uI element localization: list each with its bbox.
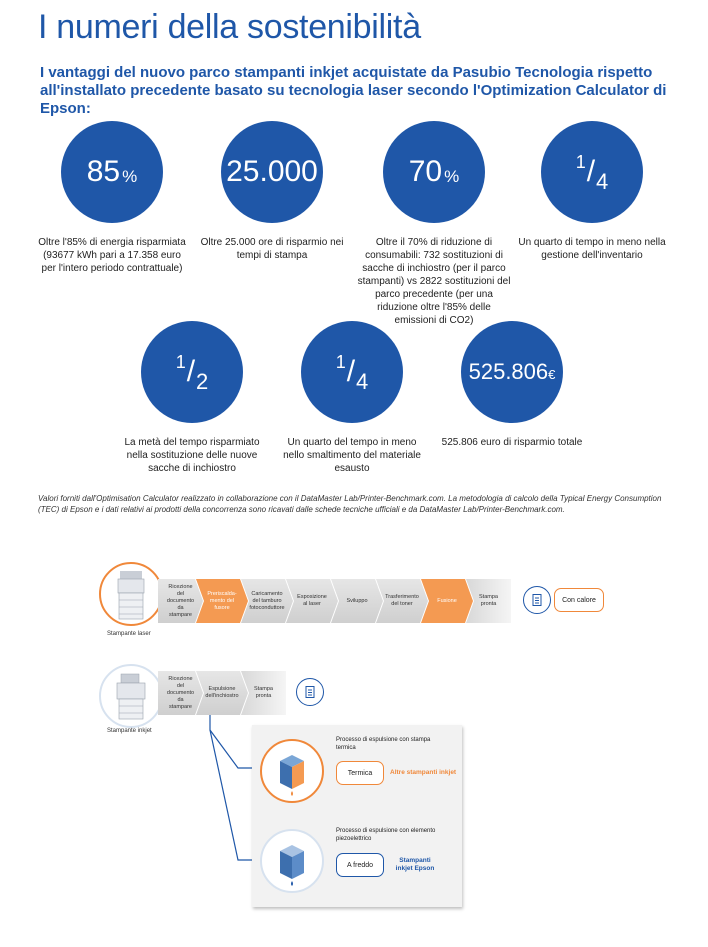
stat-ink-replacement: 1/2 La metà del tempo risparmiato nella … [117, 321, 267, 475]
stat-description: Un quarto del tempo in meno nello smalti… [283, 437, 421, 474]
stat-value: 70 [408, 155, 443, 188]
piezo-head-icon [260, 829, 324, 893]
stat-circle: 1/4 [301, 321, 403, 423]
stat-value: 25.000 [226, 155, 318, 188]
inkjet-printer-icon [99, 664, 163, 728]
laser-step: Caricamento del tamburo fotoconduttore [241, 579, 293, 623]
thermal-pill: Termica [336, 761, 384, 785]
stat-print-hours: 25.000 Oltre 25.000 ore di risparmio nei… [197, 121, 347, 262]
piezo-pill: A freddo [336, 853, 384, 877]
stat-description: La metà del tempo risparmiato nella sost… [124, 437, 260, 474]
stat-circle: 1/2 [141, 321, 243, 423]
stat-total-savings: 525.806€ 525.806 euro di risparmio total… [437, 321, 587, 449]
stat-description: Oltre 25.000 ore di risparmio nei tempi … [200, 237, 344, 261]
stat-consumables: 70% Oltre il 70% di riduzione di consuma… [357, 121, 511, 327]
piezo-tag: Stampanti inkjet Epson [395, 857, 435, 872]
inkjet-step: Espulsione dell'inchiostro [196, 671, 248, 715]
stat-value: 525.806 [468, 359, 549, 384]
stat-description: Un quarto di tempo in meno nella gestion… [518, 237, 666, 261]
stat-unit: % [444, 166, 460, 186]
stat-energy: 85% Oltre l'85% di energia risparmiata (… [37, 121, 187, 275]
footnote: Valori forniti dall'Optimisation Calcula… [38, 494, 662, 514]
stat-circle: 70% [383, 121, 485, 223]
piezo-caption: Processo di espulsione con elemento piez… [336, 828, 436, 842]
inkjet-step: Ricezione del documento da stampare [158, 671, 203, 715]
result-with-heat: Con calore [554, 588, 604, 612]
stat-description: Oltre l'85% di energia risparmiata (9367… [38, 237, 186, 274]
document-icon [523, 586, 551, 614]
inkjet-process-flow: Ricezione del documento da stampare Espu… [158, 671, 286, 715]
stat-description: Oltre il 70% di riduzione di consumabili… [357, 237, 511, 326]
laser-step-hot: Preriscalda-mento del fusore [196, 579, 248, 623]
stat-unit: % [122, 166, 138, 186]
thermal-tag: Altre stampanti inkjet [390, 769, 457, 776]
fraction: 1/2 [175, 352, 209, 394]
stat-value: 85 [86, 155, 121, 188]
fraction: 1/4 [335, 352, 369, 394]
laser-step: Sviluppo [331, 579, 383, 623]
fraction: 1/4 [575, 152, 609, 194]
laser-step: Ricezione del documento da stampare [158, 579, 203, 623]
stat-circle: 25.000 [221, 121, 323, 223]
stat-circle: 525.806€ [461, 321, 563, 423]
laser-step: Esposizione al laser [286, 579, 338, 623]
thermal-caption: Processo di espulsione con stampa termic… [336, 737, 431, 751]
laser-printer-label: Stampante laser [107, 631, 151, 637]
laser-process-flow: Ricezione del documento da stampare Prer… [158, 579, 511, 623]
stat-unit: € [548, 366, 556, 382]
ejection-detail-panel: Processo di espulsione con stampa termic… [252, 725, 462, 907]
thermal-head-icon [260, 739, 324, 803]
stat-description: 525.806 euro di risparmio totale [441, 437, 583, 448]
stat-circle: 1/4 [541, 121, 643, 223]
document-icon [296, 678, 324, 706]
laser-printer-icon [99, 562, 163, 626]
page-subtitle: I vantaggi del nuovo parco stampanti ink… [40, 64, 667, 117]
stat-disposal: 1/4 Un quarto del tempo in meno nello sm… [277, 321, 427, 475]
laser-step: Trasferimento del toner [376, 579, 428, 623]
page-title: I numeri della sostenibilità [38, 8, 421, 46]
laser-step-hot: Fusione [421, 579, 473, 623]
stat-circle: 85% [61, 121, 163, 223]
inkjet-printer-label: Stampante inkjet [107, 728, 152, 734]
stat-inventory: 1/4 Un quarto di tempo in meno nella ges… [517, 121, 667, 262]
